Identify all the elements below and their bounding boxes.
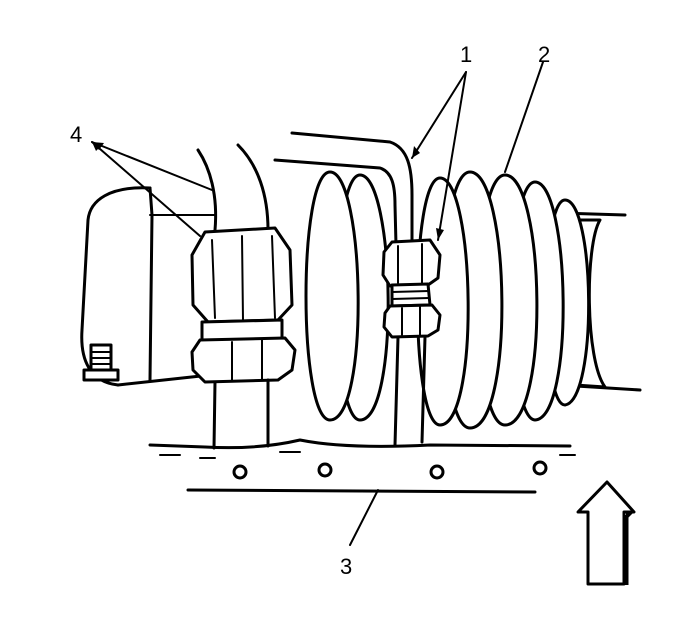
callout-boot: 2	[538, 42, 550, 67]
callout-crossmember: 3	[340, 554, 352, 579]
forward-direction-arrow	[576, 480, 636, 586]
crossmember	[148, 438, 576, 494]
bellows-boot	[304, 170, 642, 430]
callout-pipe-lines: 1	[460, 42, 472, 67]
bracket-stud	[82, 343, 120, 382]
callout-hose-fittings: 4	[70, 122, 82, 147]
leader-lines	[91, 61, 544, 546]
pipe-fitting-assembly	[273, 131, 442, 447]
mounting-bracket	[80, 186, 216, 387]
hose-fitting-assembly	[190, 143, 297, 450]
